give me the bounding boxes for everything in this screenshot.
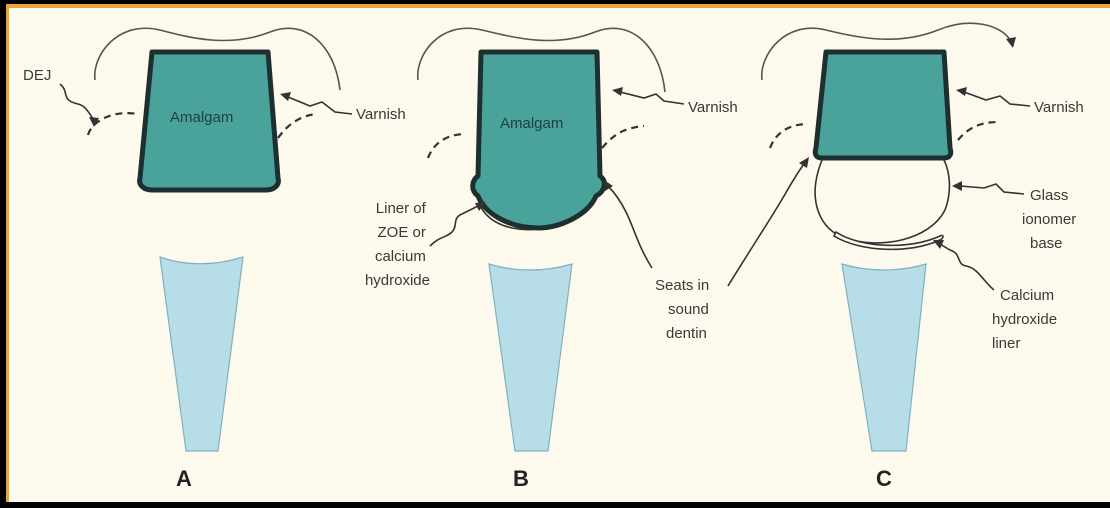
liner-arrow-c (940, 244, 994, 290)
amalgam-label-a: Amalgam (170, 109, 233, 126)
glass-ionomer-base-c (815, 160, 949, 243)
base-label-c: Glass ionomer base (1022, 187, 1080, 252)
amalgam-fill-b (473, 52, 605, 228)
dej-line-right-b (602, 126, 644, 148)
tooth-arrowhead-c (1006, 37, 1016, 48)
pulp-canal-b (489, 264, 572, 451)
varnish-label-a: Varnish (356, 106, 406, 123)
liner-label-c: Calcium hydroxide liner (992, 287, 1061, 352)
seats-label-b: Seats in sound dentin (655, 277, 713, 342)
panel-letter-b: B (513, 466, 529, 491)
panel-a: Amalgam DEJ Varnish A (23, 28, 406, 491)
varnish-label-c: Varnish (1034, 99, 1084, 116)
panel-c: Varnish Glass ionomer base Calcium hydro… (728, 23, 1084, 491)
varnish-arrowhead-c (956, 87, 967, 96)
seats-arrow-b (608, 186, 652, 268)
pulp-canal-c (842, 264, 926, 451)
base-arrowhead-c (952, 181, 962, 191)
varnish-arrow-c (964, 92, 1030, 106)
dej-line-right-a (278, 114, 316, 138)
panel-b: Amalgam Varnish Liner of ZOE or calcium … (365, 28, 738, 491)
dej-line-right-c (958, 122, 998, 140)
dej-line-left-b (428, 134, 466, 158)
varnish-arrow-a (288, 97, 352, 114)
liner-label-b: Liner of ZOE or calcium hydroxide (365, 200, 430, 289)
base-arrow-c (960, 184, 1024, 194)
pulp-canal-a (160, 257, 243, 451)
amalgam-label-b: Amalgam (500, 115, 563, 132)
varnish-arrowhead-b (612, 87, 623, 96)
varnish-arrow-b (620, 92, 684, 104)
amalgam-fill-c (815, 52, 951, 158)
varnish-label-b: Varnish (688, 99, 738, 116)
dej-arrow (60, 84, 94, 120)
varnish-arrowhead-a (280, 92, 291, 101)
seats-arrowhead-c (799, 157, 809, 168)
dej-line-left-c (770, 124, 808, 148)
liner-arrow-b (430, 206, 478, 246)
dej-label: DEJ (23, 67, 51, 84)
panel-letter-a: A (176, 466, 192, 491)
seats-arrow-c (728, 164, 804, 286)
panel-letter-c: C (876, 466, 892, 491)
